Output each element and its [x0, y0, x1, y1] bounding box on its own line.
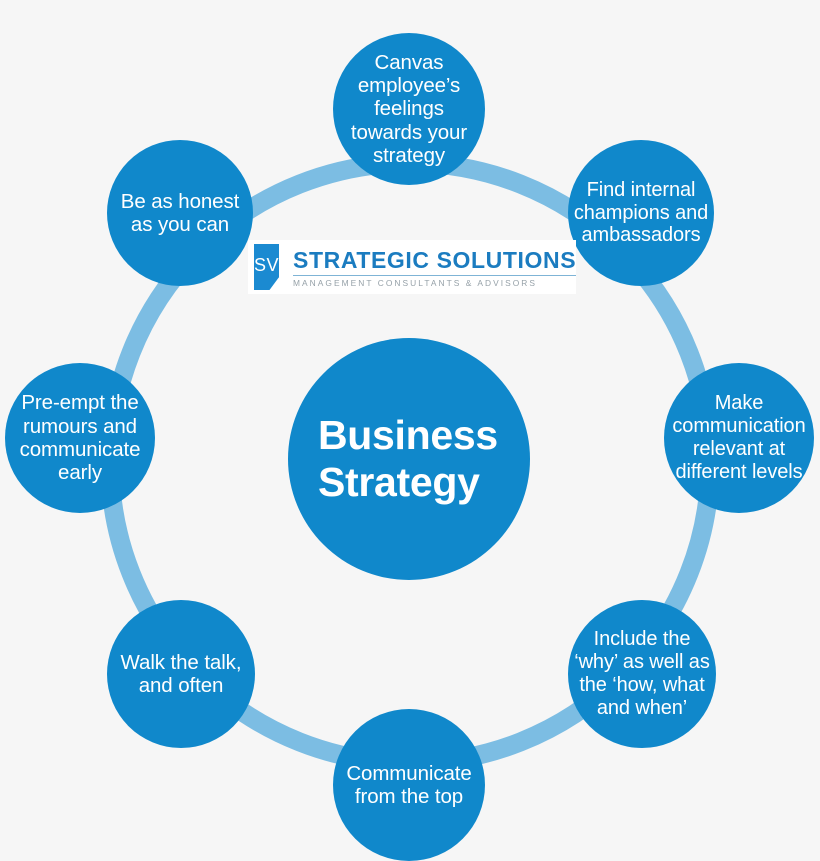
node-be-as-honest[interactable]: Be as honest as you can [107, 140, 253, 286]
node-label: Include the ‘why’ as well as the ‘how, w… [574, 628, 710, 719]
node-make-communication-relevant[interactable]: Make communication relevant at different… [664, 363, 814, 513]
node-label: Find internal champions and ambassadors [573, 178, 709, 247]
logo-title: STRATEGIC SOLUTIONS [293, 246, 577, 273]
center-node-label: Business Strategy [318, 412, 498, 505]
node-label: Make communication relevant at different… [672, 392, 806, 483]
node-label: Canvas employee’s feelings towards your … [350, 50, 468, 168]
node-find-internal-champions[interactable]: Find internal champions and ambassadors [568, 140, 714, 286]
center-node-business-strategy[interactable]: Business Strategy [288, 338, 530, 580]
company-logo: SV STRATEGIC SOLUTIONS MANAGEMENT CONSUL… [248, 240, 577, 294]
node-canvas-employee-feelings[interactable]: Canvas employee’s feelings towards your … [333, 33, 485, 185]
logo-badge-icon: SV [254, 244, 280, 290]
logo-divider [293, 274, 577, 276]
node-communicate-from-the-top[interactable]: Communicate from the top [333, 709, 485, 861]
node-label: Walk the talk, and often [120, 650, 242, 697]
logo-badge-initials: SV [254, 254, 280, 275]
node-label: Be as honest as you can [120, 189, 240, 236]
node-walk-the-talk[interactable]: Walk the talk, and often [107, 600, 255, 748]
logo-wordmark: STRATEGIC SOLUTIONS MANAGEMENT CONSULTAN… [279, 240, 580, 294]
node-label: Pre-empt the rumours and communicate ear… [19, 391, 141, 485]
node-include-the-why[interactable]: Include the ‘why’ as well as the ‘how, w… [568, 600, 716, 748]
node-pre-empt-the-rumours[interactable]: Pre-empt the rumours and communicate ear… [5, 363, 155, 513]
logo-subtitle: MANAGEMENT CONSULTANTS & ADVISORS [293, 277, 538, 288]
node-label: Communicate from the top [346, 761, 472, 808]
